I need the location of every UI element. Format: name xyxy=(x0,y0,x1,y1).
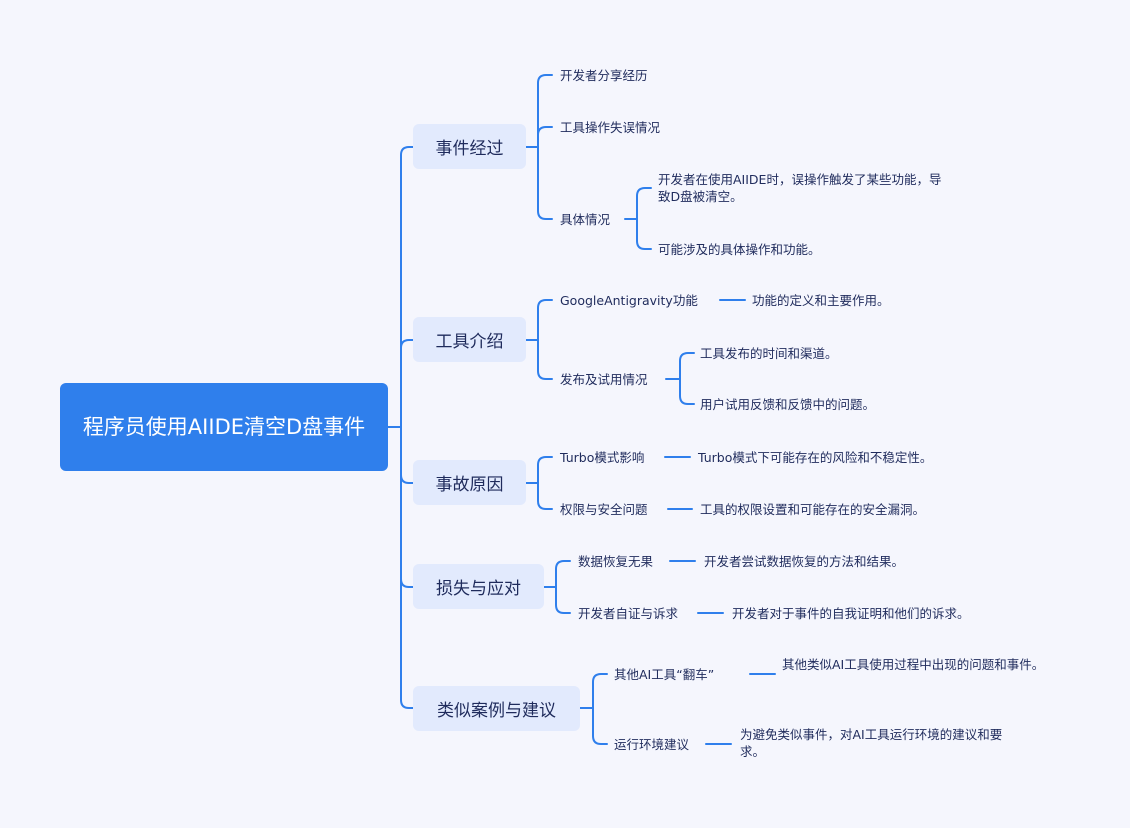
detail-note[interactable]: 开发者对于事件的自我证明和他们的诉求。 xyxy=(732,606,970,621)
branch-loss-response[interactable]: 损失与应对 xyxy=(413,564,544,609)
branch-tool-intro[interactable]: 工具介绍 xyxy=(413,317,526,362)
branch-cause[interactable]: 事故原因 xyxy=(413,460,526,505)
topic-developer-share[interactable]: 开发者分享经历 xyxy=(560,68,648,83)
topic-tool-error[interactable]: 工具操作失误情况 xyxy=(560,120,661,135)
root-topic[interactable]: 程序员使用AIIDE清空D盘事件 xyxy=(60,383,388,471)
detail-note[interactable]: 其他类似AI工具使用过程中出现的问题和事件。 xyxy=(782,657,1045,672)
topic-details[interactable]: 具体情况 xyxy=(560,212,611,227)
detail-note[interactable]: 工具发布的时间和渠道。 xyxy=(700,346,838,361)
detail-note[interactable]: 功能的定义和主要作用。 xyxy=(752,293,890,308)
detail-note[interactable]: 工具的权限设置和可能存在的安全漏洞。 xyxy=(700,502,926,517)
detail-note[interactable]: 可能涉及的具体操作和功能。 xyxy=(658,242,821,257)
detail-note[interactable]: 为避免类似事件，对AI工具运行环境的建议和要求。 xyxy=(740,727,1003,759)
topic-self-proof[interactable]: 开发者自证与诉求 xyxy=(578,606,679,621)
topic-env-advice[interactable]: 运行环境建议 xyxy=(614,737,690,752)
topic-data-recovery[interactable]: 数据恢复无果 xyxy=(578,554,654,569)
topic-antigravity[interactable]: GoogleAntigravity功能 xyxy=(560,293,698,308)
topic-other-ai-tools[interactable]: 其他AI工具“翻车” xyxy=(614,667,715,682)
branch-event-process[interactable]: 事件经过 xyxy=(413,124,526,169)
topic-release-trial[interactable]: 发布及试用情况 xyxy=(560,372,648,387)
detail-note[interactable]: Turbo模式下可能存在的风险和不稳定性。 xyxy=(698,450,933,465)
detail-note[interactable]: 开发者尝试数据恢复的方法和结果。 xyxy=(704,554,905,569)
detail-note[interactable]: 开发者在使用AIIDE时，误操作触发了某些功能，导致D盘被清空。 xyxy=(658,172,942,204)
detail-note[interactable]: 用户试用反馈和反馈中的问题。 xyxy=(700,397,876,412)
branch-similar-cases[interactable]: 类似案例与建议 xyxy=(413,686,580,731)
topic-permission-security[interactable]: 权限与安全问题 xyxy=(560,502,648,517)
topic-turbo[interactable]: Turbo模式影响 xyxy=(560,450,645,465)
